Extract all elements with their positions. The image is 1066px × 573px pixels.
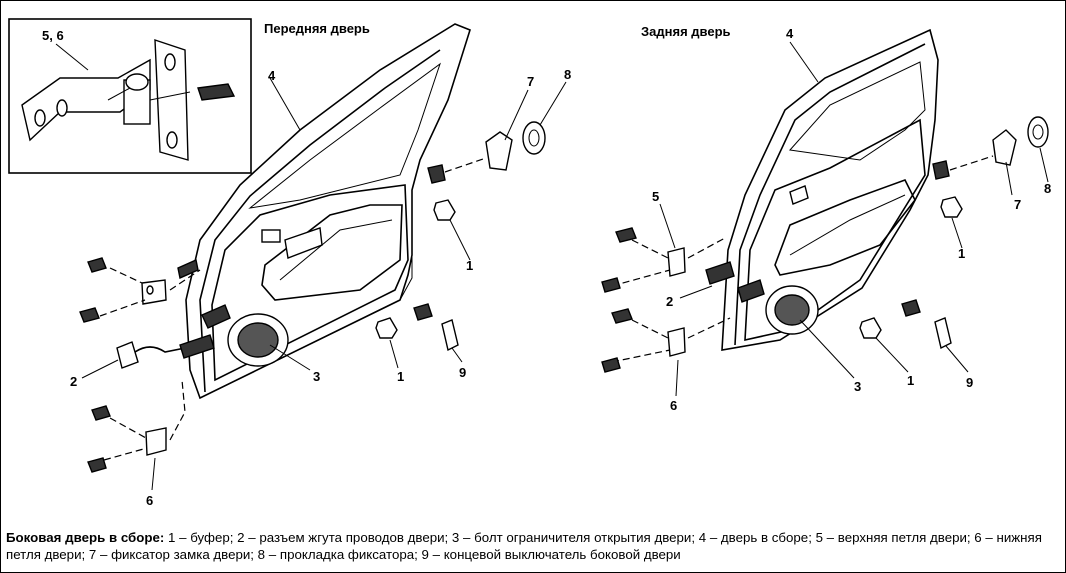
front-label-1-bottom: 1 [397,369,404,384]
front-label-4: 4 [268,68,276,83]
rear-label-5: 5 [652,189,659,204]
front-label-2: 2 [70,374,77,389]
rear-lower-hinge [601,308,731,373]
front-label-7: 7 [527,74,534,89]
rear-courtesy-switch [901,299,952,350]
inset-leader [55,43,89,71]
rear-label-1-top: 1 [958,246,965,261]
front-lower-hinge [87,379,186,473]
caption-text: 1 – буфер; 2 – разъем жгута проводов две… [6,530,1042,562]
front-label-6: 6 [146,493,153,508]
rear-label-2: 2 [666,294,673,309]
hinge-inset: 5, 6 [8,18,252,174]
rear-harness-connector [705,261,765,303]
rear-bumper [859,196,963,339]
rear-label-4: 4 [786,26,794,41]
front-label-3: 3 [313,369,320,384]
front-courtesy-switch [413,303,459,352]
rear-label-3: 3 [854,379,861,394]
inset-label-5-6: 5, 6 [42,28,64,43]
front-door-title: Передняя дверь [264,21,370,36]
front-label-1-top: 1 [466,258,473,273]
caption-heading: Боковая дверь в сборе: [6,530,165,545]
rear-door-assembly [721,28,939,351]
front-striker [427,131,513,184]
hinge-detail-drawing [21,39,236,161]
front-label-8: 8 [564,67,571,82]
rear-label-9: 9 [966,375,973,390]
rear-label-7: 7 [1014,197,1021,212]
rear-label-1-bottom: 1 [907,373,914,388]
front-label-9: 9 [459,365,466,380]
front-upper-hinge [79,257,201,323]
front-striker-gasket [522,121,546,155]
front-bumper [375,199,456,339]
front-door-assembly [185,23,471,400]
rear-striker-gasket [1027,116,1049,148]
front-leaders [81,77,567,491]
rear-striker [932,129,1017,180]
rear-upper-hinge [601,227,726,293]
rear-label-8: 8 [1044,181,1051,196]
rear-label-6: 6 [670,398,677,413]
figure-caption: Боковая дверь в сборе: 1 – буфер; 2 – ра… [6,529,1060,563]
front-harness-connector [116,304,231,369]
rear-leaders [659,41,1049,397]
rear-door-title: Задняя дверь [641,24,731,39]
